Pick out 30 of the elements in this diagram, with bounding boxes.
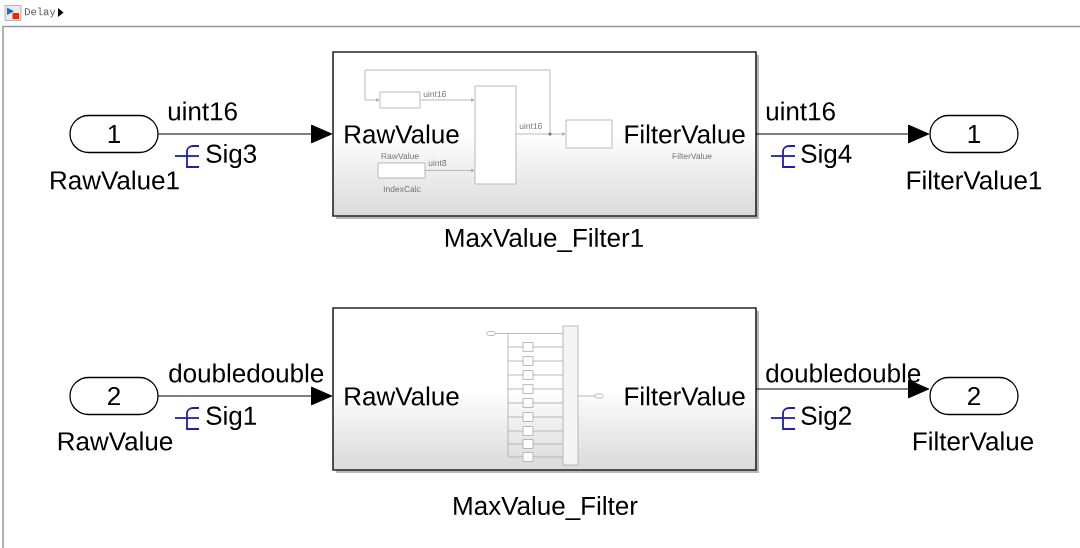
port-name-label: RawValue bbox=[58, 431, 173, 451]
signal-name: Sig3 bbox=[206, 143, 257, 169]
breadcrumb-label: Delay bbox=[25, 7, 56, 18]
signal-name: Sig4 bbox=[801, 143, 852, 169]
signal-name: Sig1 bbox=[206, 405, 256, 431]
preview-label: uint8 bbox=[428, 159, 447, 167]
edge-label: uint16 bbox=[766, 101, 835, 121]
inport-block: 2 bbox=[69, 376, 159, 416]
preview-label: IndexCalc bbox=[383, 185, 421, 193]
preview-label: uint16 bbox=[423, 90, 446, 98]
preview-label: uint16 bbox=[519, 122, 542, 130]
inport-block: 1 bbox=[69, 114, 159, 154]
edge-label: doubledouble bbox=[169, 363, 324, 383]
signal-name: Sig2 bbox=[801, 405, 851, 431]
outport-block: 1 bbox=[929, 114, 1019, 154]
subsystem-block: RawValue FilterValue bbox=[332, 307, 759, 473]
signal-line bbox=[157, 386, 333, 406]
signal-line bbox=[755, 124, 930, 144]
preview-label: RawValue bbox=[381, 152, 419, 160]
signal-line bbox=[157, 124, 333, 144]
block-name-label: MaxValue_Filter1 bbox=[445, 228, 643, 252]
edge-label: uint16 bbox=[168, 101, 237, 121]
signal-line bbox=[755, 379, 930, 399]
port-name-label: FilterValue bbox=[913, 431, 1033, 451]
port-name-label: FilterValue1 bbox=[907, 170, 1042, 190]
port-name-label: RawValue1 bbox=[51, 170, 179, 190]
preview-label: FilterValue bbox=[672, 152, 712, 160]
block-name-label: MaxValue_Filter bbox=[454, 496, 638, 520]
outport-block: 2 bbox=[929, 376, 1019, 416]
edge-label: doubledouble bbox=[766, 363, 921, 383]
